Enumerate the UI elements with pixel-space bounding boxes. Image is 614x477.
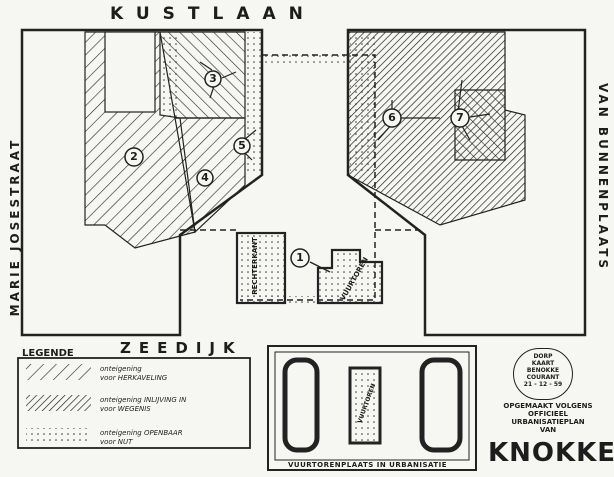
- parcel-6: 6: [388, 111, 396, 124]
- inset-building: [348, 366, 382, 445]
- inset-block-right: [419, 357, 463, 453]
- zone-2-blank: [104, 31, 156, 113]
- legend-title: LEGENDE: [22, 348, 74, 359]
- building-left-label: RECHTERKANT: [250, 237, 259, 295]
- parcel-7: 7: [456, 111, 464, 124]
- newspaper-stamp: DORP KAART BENOKKE COURANT 21 - 12 - 59: [513, 348, 573, 400]
- inset-box: [267, 345, 477, 471]
- street-marie-josestraat: MARIE JOSESTRAAT: [8, 137, 22, 317]
- legend-swatch-3: [26, 428, 91, 442]
- building-right: [316, 248, 384, 305]
- zone-3-dots: [160, 32, 180, 118]
- zone-7: [454, 89, 506, 161]
- zone-5-dots: [245, 32, 262, 172]
- legend-swatch-1: [26, 364, 91, 380]
- knokke-brand: KNOKKE: [488, 438, 614, 468]
- parcel-4: 4: [201, 171, 209, 184]
- dots-central: [262, 55, 375, 65]
- legend-swatch-2: [26, 395, 91, 411]
- plan-notice: OPGEMAAKT VOLGENS OFFICIEEL URBANISATIEP…: [503, 402, 593, 434]
- arrow-1: [309, 261, 331, 273]
- dots-bottom: [240, 296, 375, 306]
- legend-box: [17, 357, 251, 449]
- parcel-3: 3: [209, 72, 217, 85]
- zone-6: [347, 31, 526, 226]
- parcel-1: 1: [296, 251, 304, 264]
- street-van-bunnenplaats: VAN BUNNENPLAATS: [596, 82, 610, 272]
- parcel-2: 2: [130, 150, 138, 163]
- building-left: [235, 231, 287, 305]
- inset-block-left: [282, 357, 320, 453]
- inset-caption: VUURTORENPLAATS IN URBANISATIE: [288, 461, 448, 469]
- street-kustlaan: KUSTLAAN: [110, 4, 316, 24]
- parcel-5: 5: [238, 139, 246, 152]
- street-zeedijk: ZEEDIJK: [120, 339, 243, 357]
